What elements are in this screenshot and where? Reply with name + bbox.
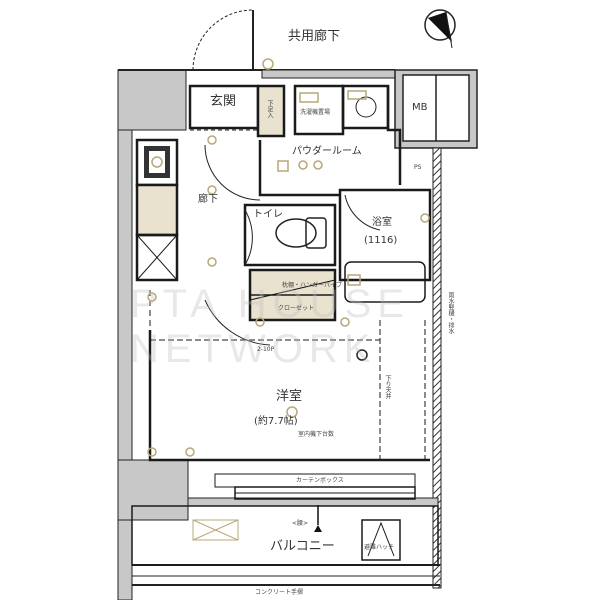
door-closer-label: 2-10P [257,346,275,353]
closet-label: クローゼット [278,305,315,312]
north-arrow-icon [424,9,456,49]
door-swings [204,144,381,346]
pipe-space-label: 雨水竪樋・排水 [447,292,454,334]
hallway-label: 廊下 [198,194,218,205]
exterior-walls [117,69,478,600]
powder-room-label: パウダールーム [292,146,362,157]
ps-label: PS [414,164,422,171]
balcony-rail-label: コンクリート手摺 [255,589,304,596]
electrical-outlets [147,58,430,457]
western-room-label: 洋室 [276,389,303,404]
curtain-box-label: カーテンボックス [296,477,344,484]
balcony-label: バルコニー [270,539,335,554]
aircon-label: 室内機下台数 [298,431,335,438]
shoebox-label: 下足入 [266,100,273,118]
bathroom-label: 浴室 [372,217,392,228]
bathroom-size: (1116) [364,235,398,246]
entrance-label: 玄関 [210,94,237,109]
watermark: PTA HOUSE NETWORK [130,282,410,371]
washer-label: 洗濯機置場 [300,109,331,116]
sink-basin [355,96,377,118]
mb-label: MB [412,102,428,113]
sash-label: <腰> [292,520,309,527]
evac-hatch-label: 避難ハッチ [364,544,395,551]
stove-icon [144,146,170,178]
toilet-fixture [275,217,327,249]
sash-marker [314,525,322,532]
interior-walls [131,84,439,566]
ceiling-change-label: 下り天井 [384,375,391,399]
western-room-size: (約7.7帖) [254,416,298,427]
entry-door [192,9,254,71]
toilet-label: トイレ [253,209,283,220]
closet-shelf-label: 枕棚・ハンガーパイプ [282,282,342,289]
corridor-label: 共用廊下 [288,29,341,44]
